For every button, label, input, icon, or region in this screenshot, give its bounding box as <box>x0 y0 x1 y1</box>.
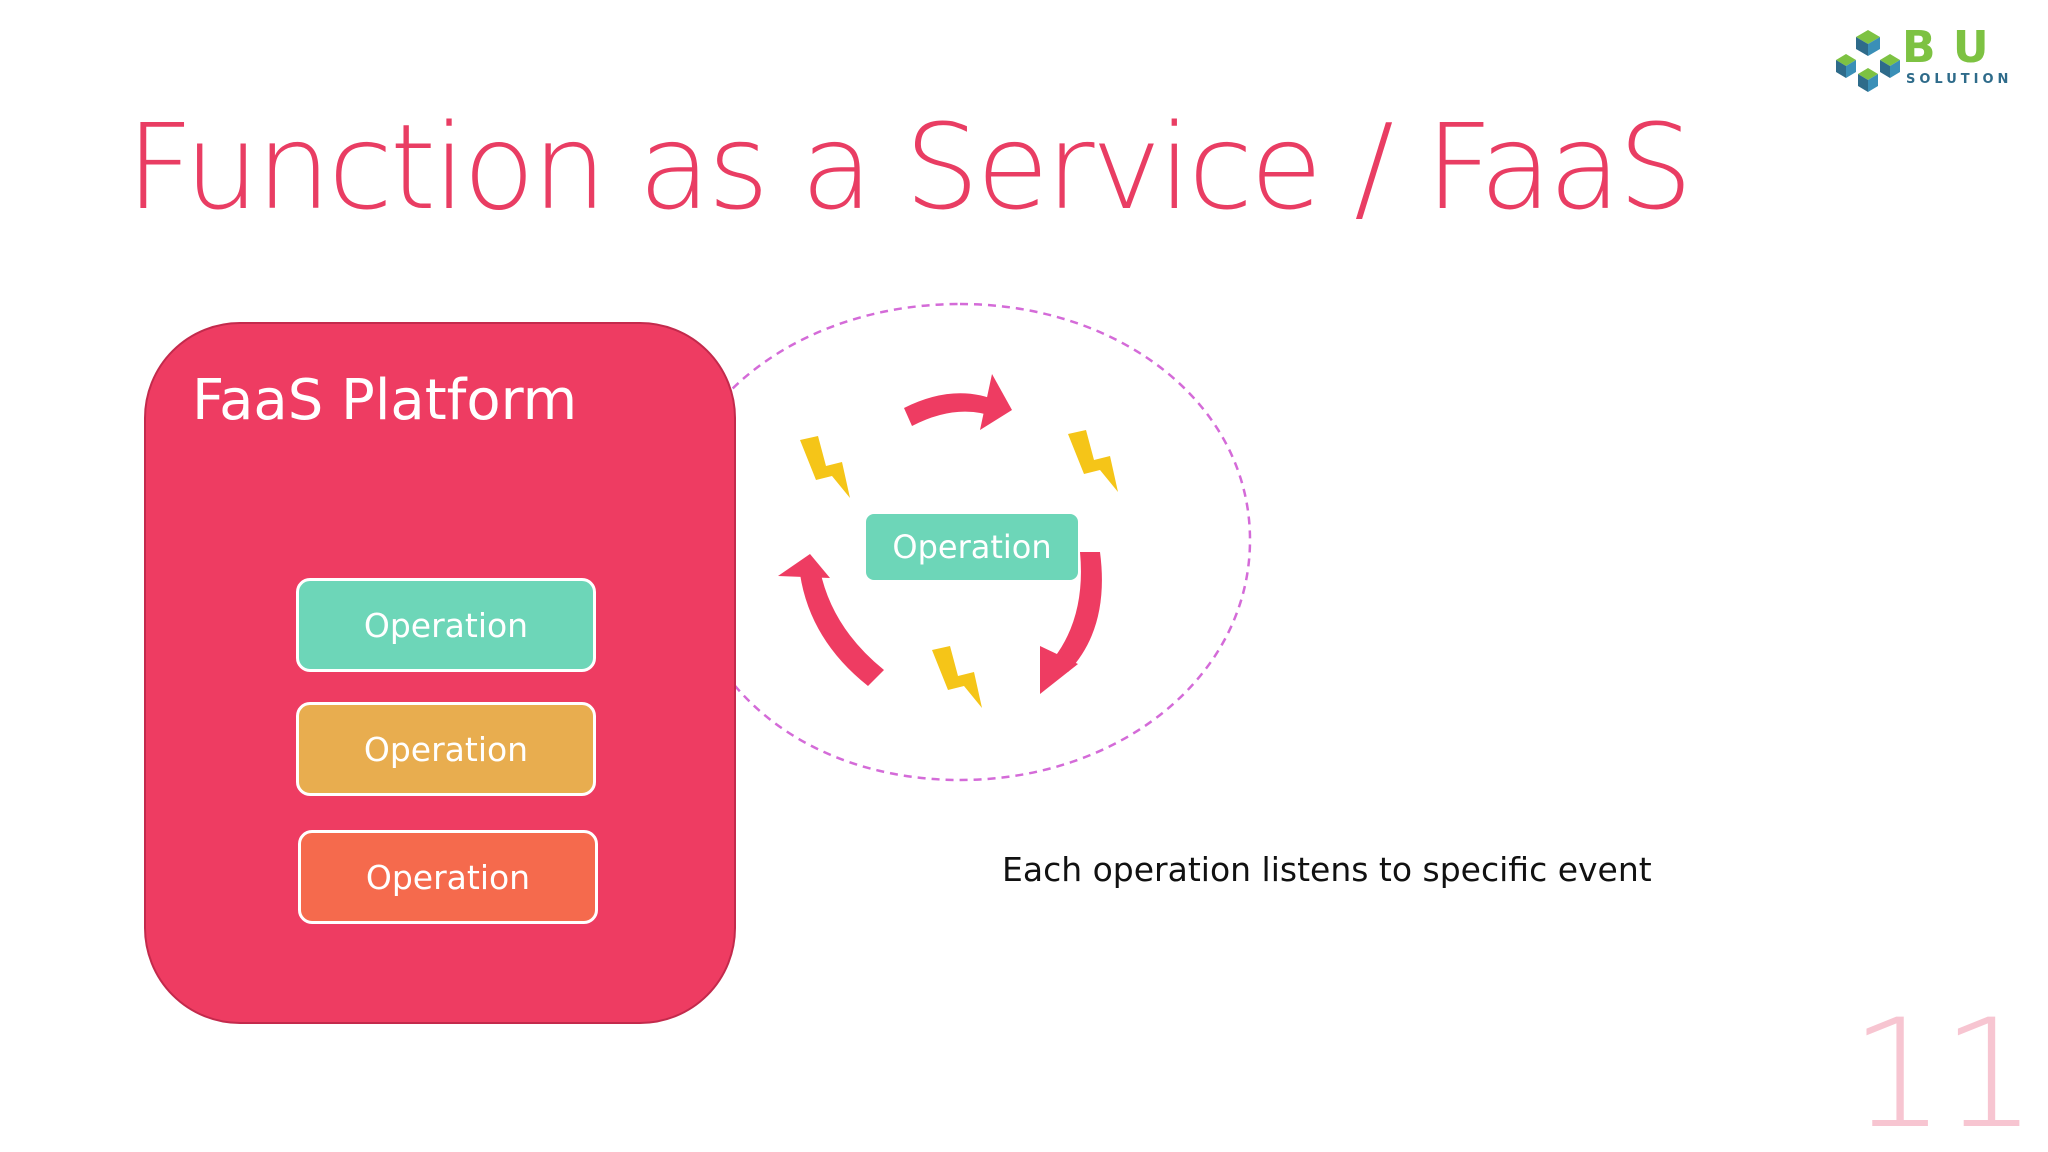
platform-title: FaaS Platform <box>192 368 578 433</box>
logo-wordmark: B U <box>1902 22 1990 73</box>
lightning-bolt-icon <box>800 430 1118 708</box>
operation-box-red: Operation <box>298 830 598 924</box>
page-number: 11 <box>1850 988 2037 1152</box>
company-logo: B U SOLUTION <box>1836 22 2026 100</box>
slide-title: Function as a Service / FaaS <box>126 98 1693 236</box>
hexagon-cube-logo-icon <box>1836 30 1900 92</box>
circular-arrows-icon <box>778 374 1102 694</box>
operation-box-orange: Operation <box>296 702 596 796</box>
logo-subtitle: SOLUTION <box>1906 72 2013 87</box>
operation-center-box: Operation <box>866 514 1078 580</box>
faas-platform-panel: FaaS Platform Operation Operation Operat… <box>144 322 736 1024</box>
operation-box-green: Operation <box>296 578 596 672</box>
slide-caption: Each operation listens to specific event <box>1002 850 1652 889</box>
